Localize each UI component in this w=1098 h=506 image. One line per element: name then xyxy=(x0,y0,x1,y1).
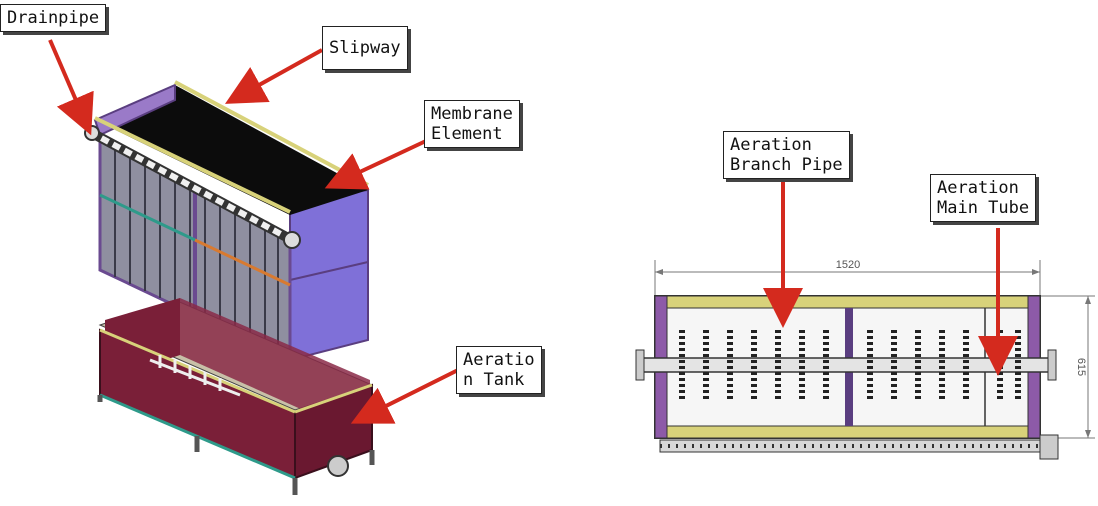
membrane-top-opening xyxy=(95,85,368,215)
arrow-aeration-tank xyxy=(350,368,459,424)
aeration-main-tube xyxy=(639,357,1051,373)
membrane-sheets xyxy=(114,150,279,353)
label-aeration-main-tube: Aeration Main Tube xyxy=(930,174,1037,222)
label-aeration-tank: Aeratio n Tank xyxy=(456,346,542,394)
bottom-rail xyxy=(666,425,1029,439)
label-aeration-branch-pipe: Aeration Branch Pipe xyxy=(723,131,850,179)
dimension-width: 1520 xyxy=(836,259,860,271)
membrane-module-assembly xyxy=(84,80,369,363)
dimension-height: 615 xyxy=(1075,358,1087,376)
aeration-tank-assembly xyxy=(97,298,375,495)
label-slipway: Slipway xyxy=(322,26,408,70)
arrow-membrane-element xyxy=(324,138,429,190)
top-rail xyxy=(666,295,1029,309)
side-panel xyxy=(289,188,369,362)
arrow-slipway xyxy=(225,48,323,104)
label-membrane-element: Membrane Element xyxy=(424,100,520,148)
callout-arrows xyxy=(48,39,1018,424)
arrow-drainpipe xyxy=(48,39,94,136)
tank-inner-pipes xyxy=(149,355,241,397)
label-drainpipe: Drainpipe xyxy=(0,4,107,32)
plan-view: 1520 615 xyxy=(635,259,1095,460)
tank-outlet-flange xyxy=(327,455,349,477)
